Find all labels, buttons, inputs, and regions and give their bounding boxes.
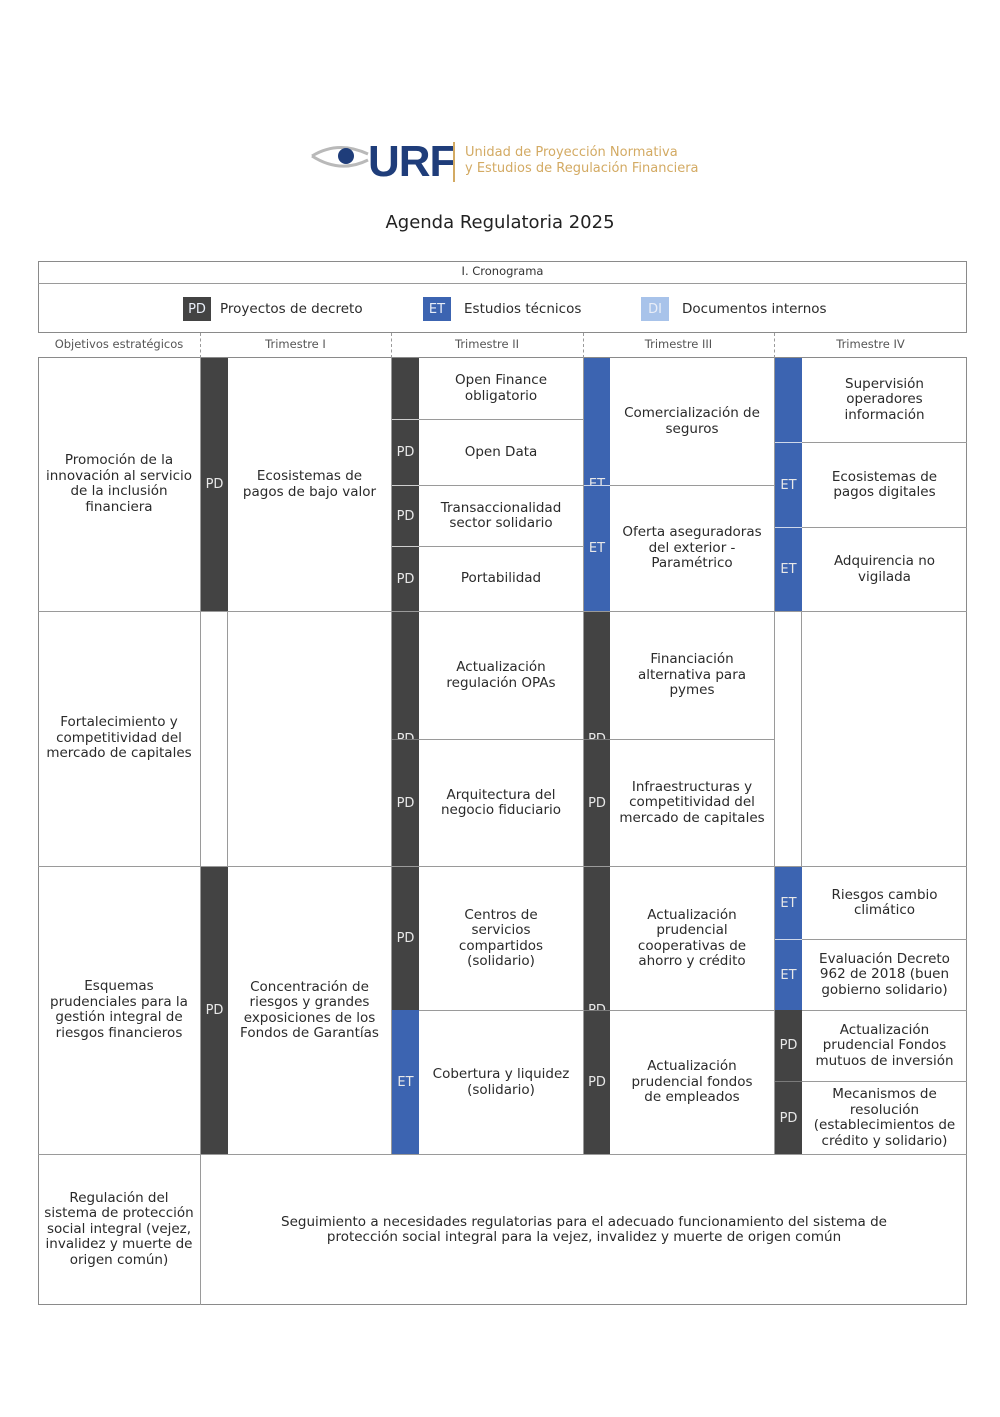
legend-label-di: Documentos internos: [682, 301, 827, 317]
tag-et: ET: [775, 940, 802, 1010]
tag-et: ET: [392, 1010, 419, 1154]
objective-capital-markets: Fortalecimiento y competitividad del mer…: [46, 714, 192, 762]
tag-et: ET: [775, 528, 802, 611]
org-name-line2: y Estudios de Regulación Financiera: [465, 161, 699, 176]
item-concentracion-riesgos: Concentración de riesgos y grandes expos…: [240, 978, 379, 1041]
item-cooperativas: Actualización prudencial cooperativas de…: [637, 906, 747, 969]
tag-pd: PD: [201, 867, 228, 1154]
item-infraestructuras: Infraestructuras y competitividad del me…: [619, 778, 765, 826]
item-negocio-fiduciario: Arquitectura del negocio fiduciario: [440, 786, 562, 818]
item-fondos-empleados: Actualización prudencial fondos de emple…: [631, 1058, 753, 1106]
tag-pd: PD: [775, 1010, 802, 1081]
tag-pd: PD: [584, 740, 610, 866]
schedule-grid: [38, 357, 967, 1305]
item-comercializacion-seguros: Comercialización de seguros: [624, 405, 760, 437]
item-centros-servicios: Centros de servicios compartidos (solida…: [458, 906, 544, 969]
tag-pd: PD: [392, 740, 419, 866]
tag-pd: PD: [584, 1011, 610, 1154]
tag-pd: PD: [392, 547, 419, 611]
item-portabilidad: Portabilidad: [460, 570, 542, 587]
logo-divider: [453, 142, 455, 182]
tag-pd: PD: [201, 358, 228, 611]
item-opas: Actualización regulación OPAs: [446, 659, 556, 691]
objective-inclusion: Promoción de la innovación al servicio d…: [45, 452, 193, 515]
item-oferta-aseguradoras: Oferta aseguradoras del exterior - Param…: [622, 524, 762, 572]
tag-et: ET: [584, 486, 610, 611]
item-financiacion-pymes: Financiación alternativa para pymes: [637, 651, 747, 699]
item-mecanismos-resolucion: Mecanismos de resolución (establecimient…: [813, 1086, 956, 1149]
objective-social-protection: Regulación del sistema de protección soc…: [44, 1189, 194, 1268]
item-adquirencia: Adquirencia no vigilada: [833, 553, 936, 585]
legend-swatch-et: ET: [423, 297, 451, 321]
item-open-finance: Open Finance obligatorio: [455, 372, 547, 404]
item-fondos-mutuos: Actualización prudencial Fondos mutuos d…: [815, 1021, 954, 1069]
tag-pd: PD: [392, 867, 419, 1010]
tag-et: ET: [775, 867, 802, 939]
tag-pd: PD: [392, 486, 419, 546]
item-ecosistemas-digitales: Ecosistemas de pagos digitales: [831, 468, 938, 500]
column-header-objectives: Objetivos estratégicos: [54, 337, 184, 351]
legend-swatch-pd: PD: [183, 297, 211, 321]
item-seguimiento-proteccion-social: Seguimiento a necesidades regulatorias p…: [281, 1213, 887, 1245]
column-header-t1: Trimestre I: [265, 337, 326, 351]
logo-text: URF: [368, 137, 456, 186]
column-header-t3: Trimestre III: [644, 337, 713, 351]
tag-et: ET: [775, 443, 802, 527]
item-supervision-operadores: Supervisión operadores información: [844, 375, 925, 423]
page-title: Agenda Regulatoria 2025: [385, 212, 615, 233]
column-header-t2: Trimestre II: [454, 337, 520, 351]
tag-pd: PD: [775, 1082, 802, 1154]
section-header-box: [38, 261, 967, 333]
item-pagos-bajo-valor: Ecosistemas de pagos de bajo valor: [242, 468, 377, 500]
urf-logo: URF Unidad de Proyección Normativa y Est…: [308, 138, 708, 188]
item-decreto-962: Evaluación Decreto 962 de 2018 (buen gob…: [819, 950, 950, 998]
org-name-line1: Unidad de Proyección Normativa: [465, 145, 678, 160]
item-cobertura-liquidez: Cobertura y liquidez (solidario): [432, 1066, 570, 1098]
objective-prudential: Esquemas prudenciales para la gestión in…: [50, 978, 188, 1041]
eye-icon: [311, 146, 369, 168]
section-title: I. Cronograma: [461, 264, 544, 278]
tag-pd: PD: [392, 420, 419, 485]
item-open-data: Open Data: [464, 443, 538, 460]
item-riesgos-climatico: Riesgos cambio climático: [831, 886, 938, 918]
legend-swatch-di: DI: [641, 297, 669, 321]
legend-label-pd: Proyectos de decreto: [220, 301, 363, 317]
item-transaccionalidad: Transaccionalidad sector solidario: [440, 499, 562, 531]
legend-label-et: Estudios técnicos: [464, 301, 582, 317]
column-header-t4: Trimestre IV: [836, 337, 905, 351]
